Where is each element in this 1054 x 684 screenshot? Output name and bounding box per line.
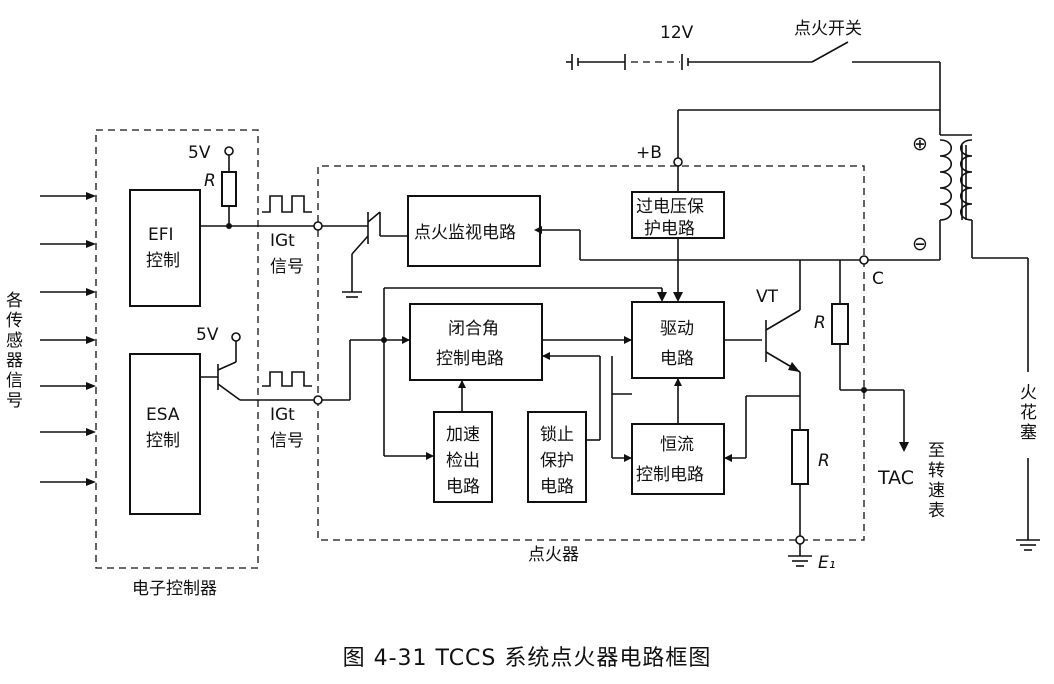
igt-label-1: IGt	[270, 231, 295, 251]
tac-label: TAC	[877, 467, 914, 489]
figure-caption: 图 4-31 TCCS 系统点火器电路框图	[342, 646, 712, 671]
coil-plus-label: ⊕	[912, 133, 928, 155]
spark-plug-label-3: 塞	[1020, 423, 1037, 443]
five-v-label-2: 5V	[196, 325, 219, 345]
igt-waveform-1	[262, 195, 312, 213]
ignition-coil: ⊕ ⊖	[912, 110, 1028, 260]
constant-current-label-1: 恒流	[660, 435, 694, 455]
ground-e1-label: E₁	[818, 553, 836, 573]
ignition-switch-label: 点火开关	[794, 19, 862, 39]
resistor-r1-label: R	[814, 313, 826, 333]
accel-label-3: 电路	[446, 477, 480, 497]
accel-label-2: 检出	[446, 451, 480, 471]
igt-terminal-2	[313, 395, 323, 405]
sensor-input-arrowhead-1	[86, 192, 96, 200]
dwell-label-2: 控制电路	[436, 349, 504, 369]
overvoltage-box	[631, 191, 725, 239]
sensor-input-arrowhead-5	[86, 382, 96, 390]
tachometer-label-1: 至	[928, 441, 945, 461]
pullup-resistor	[221, 171, 237, 207]
driver-label-2: 电路	[660, 349, 694, 369]
sensor-input-arrowhead-3	[86, 288, 96, 296]
driver-label-1: 驱动	[660, 319, 694, 339]
efi-label: EFI	[148, 225, 174, 245]
spark-plug-label-1: 火	[1020, 383, 1037, 403]
accel-detect-box	[433, 411, 493, 503]
sensor-label-4: 器	[6, 351, 23, 371]
sensor-input-arrowhead-7	[86, 478, 96, 486]
igt-label-2: IGt	[270, 405, 295, 425]
dwell-control-box	[409, 303, 543, 381]
resistor-r2-label: R	[818, 451, 830, 471]
constant-current-label-2: 控制电路	[636, 465, 704, 485]
monitor-circuit-box	[407, 195, 541, 267]
sensor-label-6: 号	[6, 391, 23, 411]
efi-control-label: 控制	[146, 251, 180, 271]
lock-label-1: 锁止	[540, 425, 574, 445]
sensor-label-1: 各	[6, 291, 23, 311]
tachometer-label-3: 速	[928, 481, 945, 501]
resistor-r1	[831, 303, 849, 345]
igniter-title: 点火器	[528, 545, 579, 565]
tachometer-label-4: 表	[928, 501, 945, 521]
igt-waveform-2	[262, 371, 312, 387]
igt-signal-label-1: 信号	[270, 257, 304, 277]
ecu-title: 电子控制器	[132, 579, 217, 599]
tachometer-label-2: 转	[928, 461, 945, 481]
driver-circuit-box	[631, 301, 725, 379]
accel-label-1: 加速	[446, 425, 480, 445]
lock-label-3: 电路	[540, 477, 574, 497]
sensor-input-arrowhead-4	[86, 336, 96, 344]
sensor-input-arrowhead-6	[86, 428, 96, 436]
five-v-terminal-2	[231, 332, 241, 342]
sensor-label-2: 传	[6, 311, 23, 331]
igniter-enclosure: 点火器	[317, 165, 865, 565]
esa-control-label: 控制	[146, 431, 180, 451]
sensor-inputs: 各 传 感 器 信 号	[6, 192, 96, 486]
monitor-circuit-label: 点火监视电路	[414, 223, 516, 243]
sensor-label-5: 信	[6, 371, 23, 391]
efi-control-box	[129, 189, 201, 307]
five-v-label-1: 5V	[188, 143, 211, 163]
constant-current-box	[631, 423, 725, 495]
pullup-resistor-label: R	[204, 171, 216, 191]
ecu-enclosure: 电子控制器	[95, 129, 259, 599]
spark-plug: 火 花 塞	[1016, 258, 1040, 551]
dwell-label-1: 闭合角	[448, 319, 499, 339]
battery-voltage: 12V	[660, 23, 694, 43]
transistor-label: VT	[756, 287, 779, 307]
node-c-label: C	[872, 269, 884, 289]
sensor-label-3: 感	[6, 331, 23, 351]
lock-label-2: 保护	[540, 451, 574, 471]
ignition-switch: 点火开关	[794, 19, 941, 110]
esa-control-box	[129, 353, 201, 515]
sensor-input-arrowhead-2	[86, 240, 96, 248]
coil-minus-label: ⊖	[912, 233, 928, 255]
plus-b-label: +B	[636, 143, 662, 163]
igt-terminal-1	[313, 221, 323, 231]
esa-label: ESA	[146, 405, 180, 425]
overvoltage-label-2: 护电路	[644, 219, 695, 239]
igt-signal-label-2: 信号	[270, 431, 304, 451]
resistor-r2	[791, 429, 809, 485]
spark-plug-label-2: 花	[1020, 403, 1037, 423]
five-v-terminal-1	[224, 146, 234, 156]
lock-protect-box	[527, 411, 587, 503]
battery-supply: 12V	[566, 23, 812, 70]
overvoltage-label-1: 过电压保	[636, 197, 704, 217]
